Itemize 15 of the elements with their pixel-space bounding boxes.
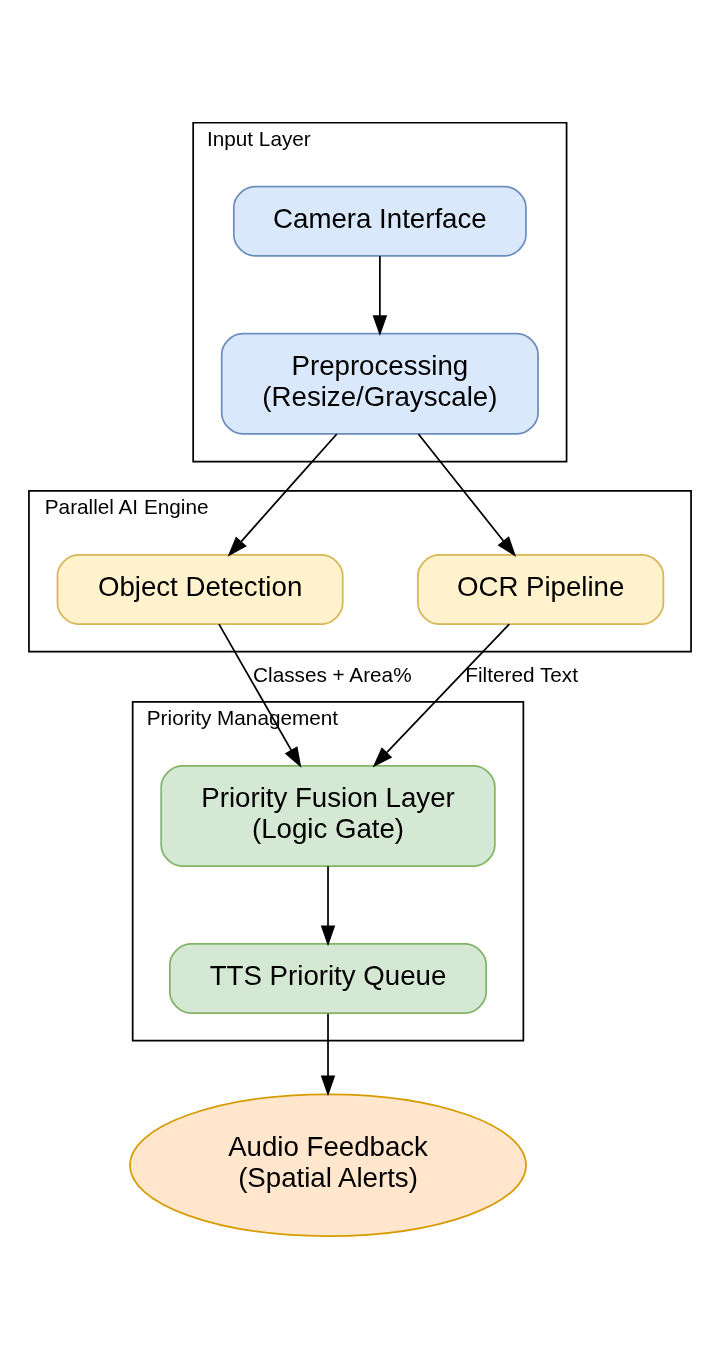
node-box: Preprocessing (Resize/Grayscale) — [220, 332, 539, 435]
arrow — [227, 433, 338, 557]
node-box: Camera Interface — [232, 185, 527, 257]
node-box: Object Detection — [56, 554, 344, 625]
arrow — [372, 623, 511, 768]
edge-label: Classes + Area% — [253, 663, 412, 687]
node-box: OCR Pipeline — [417, 554, 665, 625]
node-ellipse: Audio Feedback (Spatial Alerts) — [129, 1093, 527, 1237]
node-box: TTS Priority Queue — [168, 943, 488, 1014]
arrow — [320, 865, 336, 947]
arrow — [372, 255, 388, 337]
arrow — [417, 433, 517, 557]
arrow — [320, 1012, 336, 1097]
edge-label: Filtered Text — [465, 663, 578, 687]
node-box: Priority Fusion Layer (Logic Gate) — [160, 764, 496, 867]
